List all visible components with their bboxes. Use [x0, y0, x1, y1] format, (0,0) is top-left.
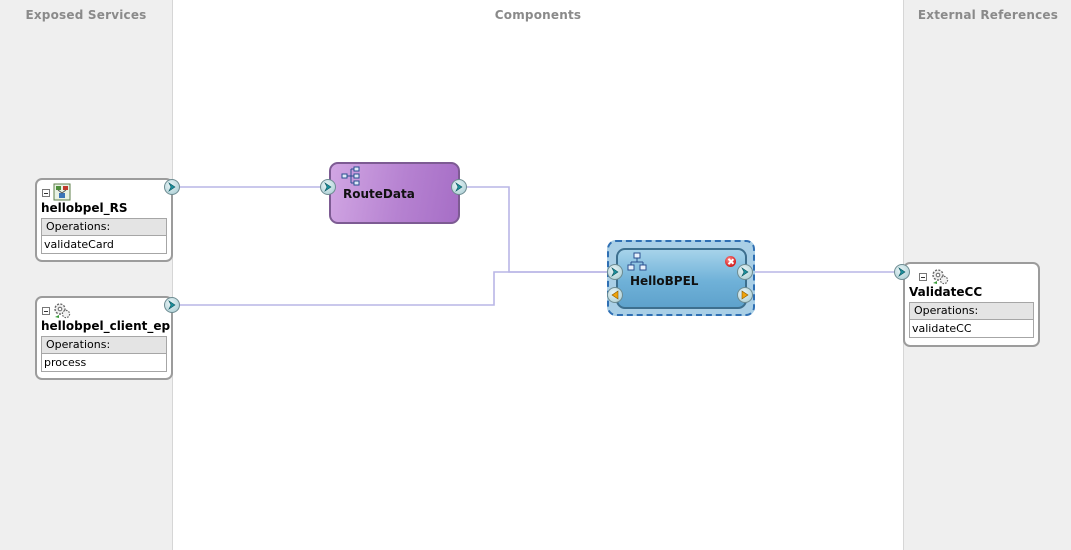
routedata-outbound-port[interactable] — [451, 179, 467, 195]
component-routedata[interactable]: RouteData — [329, 162, 460, 224]
chevron-right-icon — [611, 267, 619, 277]
service-name: hellobpel_client_ep — [41, 319, 171, 333]
routedata-inbound-port[interactable] — [320, 179, 336, 195]
reference-name: ValidateCC — [909, 285, 983, 299]
component-hellobpel[interactable]: HelloBPEL — [616, 248, 747, 309]
operations-table: Operations: validateCard — [41, 218, 167, 254]
reference-card-validatecc[interactable]: ValidateCC Operations: validateCC — [903, 262, 1040, 347]
operations-header: Operations: — [42, 219, 166, 236]
chevron-right-icon — [324, 182, 332, 192]
hellobpel-callback-in-port[interactable] — [607, 287, 623, 303]
lane-title-components: Components — [494, 8, 582, 22]
components-lane: Components — [173, 0, 903, 550]
operations-table: Operations: process — [41, 336, 167, 372]
triangle-right-icon — [741, 290, 749, 300]
gears-service-icon — [932, 269, 949, 285]
component-name: HelloBPEL — [630, 274, 699, 288]
mediator-icon — [341, 166, 360, 186]
chevron-right-icon — [168, 300, 176, 310]
service-card-hellobpel-client-ep[interactable]: hellobpel_client_ep Operations: process — [35, 296, 173, 380]
operation-row[interactable]: process — [42, 354, 166, 371]
component-name: RouteData — [343, 187, 415, 201]
operation-row[interactable]: validateCC — [910, 320, 1033, 337]
hellobpel-inbound-port[interactable] — [607, 264, 623, 280]
wire-routedata-to-hellobpel[interactable] — [467, 186, 608, 273]
lane-title-exposed-services: Exposed Services — [25, 8, 147, 22]
wire-client-ep-to-hellobpel[interactable] — [180, 271, 608, 306]
service-card-hellobpel-rs[interactable]: hellobpel_RS Operations: validateCard — [35, 178, 173, 262]
chevron-right-icon — [741, 267, 749, 277]
triangle-left-icon — [611, 290, 619, 300]
reference-port-validatecc[interactable] — [894, 264, 910, 280]
error-icon[interactable] — [725, 256, 736, 267]
operations-table: Operations: validateCC — [909, 302, 1034, 338]
chevron-right-icon — [168, 182, 176, 192]
lane-title-external-references: External References — [917, 8, 1059, 22]
hellobpel-callback-out-port[interactable] — [737, 287, 753, 303]
collapse-icon[interactable] — [919, 273, 927, 281]
collapse-icon[interactable] — [42, 307, 50, 315]
chevron-right-icon — [898, 267, 906, 277]
exposed-services-lane: Exposed Services — [0, 0, 173, 550]
operations-header: Operations: — [42, 337, 166, 354]
rest-service-icon — [53, 183, 71, 201]
gears-service-icon — [54, 303, 71, 319]
service-name: hellobpel_RS — [41, 201, 128, 215]
operation-row[interactable]: validateCard — [42, 236, 166, 253]
operations-header: Operations: — [910, 303, 1033, 320]
service-port-hellobpel-client-ep[interactable] — [164, 297, 180, 313]
hellobpel-outbound-port[interactable] — [737, 264, 753, 280]
bpel-process-icon — [627, 252, 647, 271]
collapse-icon[interactable] — [42, 189, 50, 197]
service-port-hellobpel-rs[interactable] — [164, 179, 180, 195]
chevron-right-icon — [455, 182, 463, 192]
